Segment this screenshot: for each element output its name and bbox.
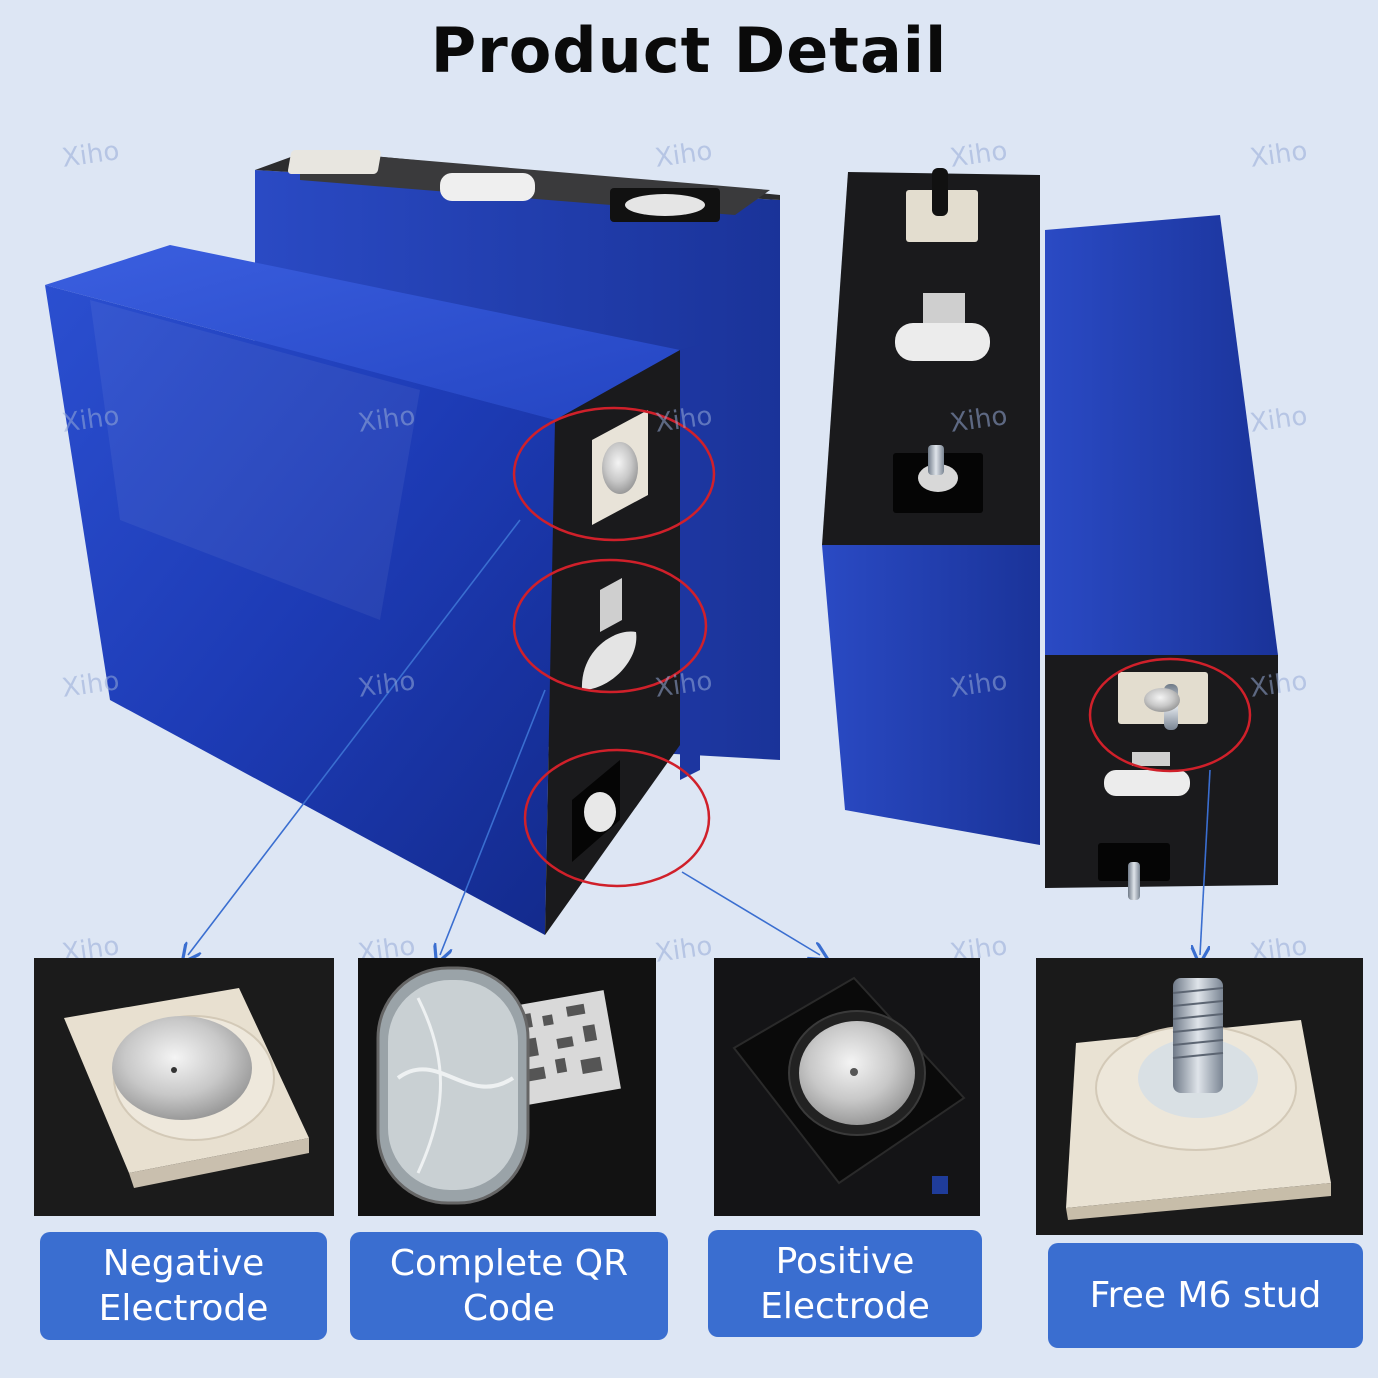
negative-electrode-label-text: Negative Electrode bbox=[98, 1243, 269, 1329]
left-battery-front-cell bbox=[45, 245, 700, 935]
m6-stud-label-text: Free M6 stud bbox=[1089, 1275, 1322, 1316]
pointer-arrows bbox=[188, 519, 1211, 955]
positive-terminal-icon bbox=[714, 958, 980, 1216]
m6-stud-photo bbox=[1036, 958, 1363, 1235]
qr-code-label: Complete QR Code bbox=[350, 1232, 668, 1340]
qr-code-photo bbox=[358, 958, 656, 1216]
negative-terminal-icon bbox=[34, 958, 334, 1216]
right-highlight-circle bbox=[1088, 657, 1252, 773]
positive-electrode-label-text: Positive Electrode bbox=[760, 1240, 930, 1327]
left-highlight-circles bbox=[512, 406, 716, 888]
positive-electrode-photo bbox=[714, 958, 980, 1216]
page-title: Product Detail bbox=[430, 14, 948, 87]
m6-stud-label: Free M6 stud bbox=[1048, 1243, 1363, 1348]
right-battery-bottom-cell bbox=[1045, 215, 1278, 900]
negative-electrode-label: Negative Electrode bbox=[40, 1232, 327, 1340]
qr-code-label-text: Complete QR Code bbox=[389, 1243, 629, 1329]
m6-stud-icon bbox=[1036, 958, 1363, 1235]
right-battery-top-cell bbox=[822, 168, 1040, 845]
qr-vent-icon bbox=[358, 958, 656, 1216]
negative-electrode-photo bbox=[34, 958, 334, 1216]
positive-electrode-label: Positive Electrode bbox=[708, 1230, 982, 1337]
